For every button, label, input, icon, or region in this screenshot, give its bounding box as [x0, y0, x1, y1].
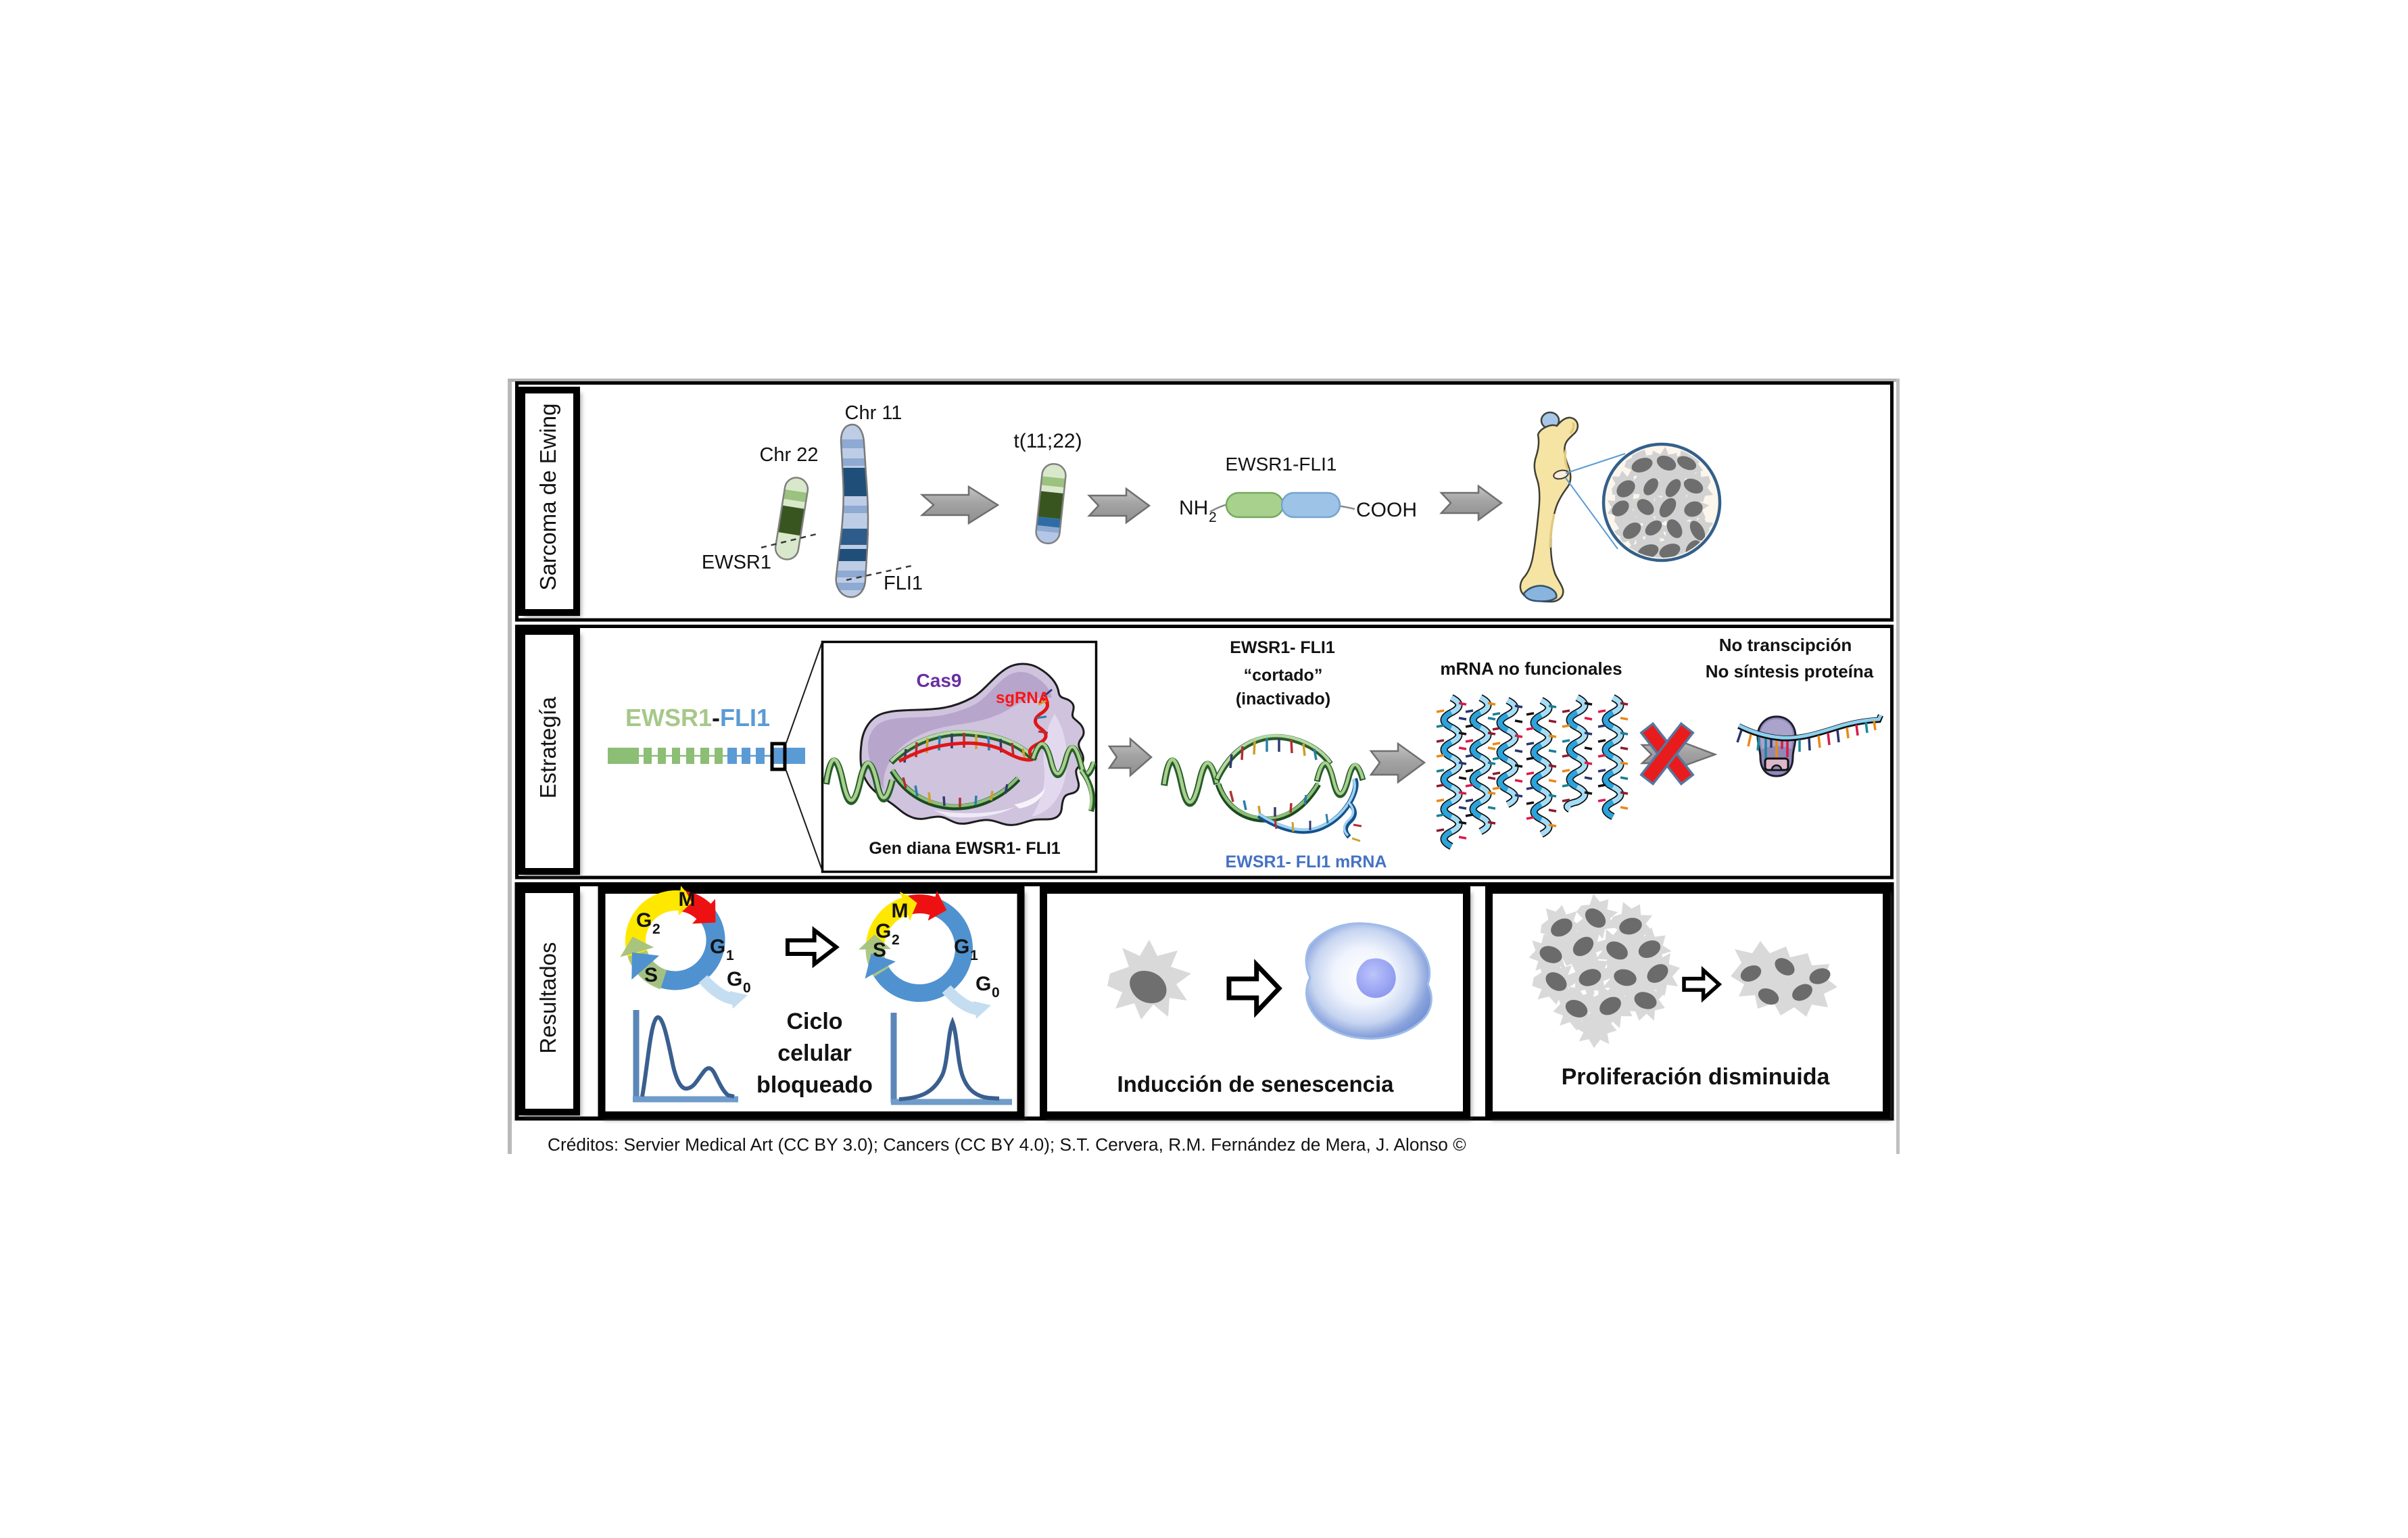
- svg-text:S: S: [644, 964, 658, 986]
- svg-text:Ciclo: Ciclo: [786, 1009, 842, 1034]
- svg-text:EWSR1- FLI1: EWSR1- FLI1: [1230, 638, 1335, 657]
- svg-text:Proliferación disminuida: Proliferación disminuida: [1562, 1064, 1831, 1090]
- svg-text:bloqueado: bloqueado: [756, 1072, 873, 1098]
- svg-text:Resultados: Resultados: [535, 942, 560, 1053]
- svg-text:EWSR1-FLI1: EWSR1-FLI1: [1226, 454, 1337, 475]
- svg-text:1: 1: [970, 948, 978, 963]
- svg-text:S: S: [873, 939, 886, 961]
- svg-text:G: G: [727, 968, 742, 990]
- svg-text:mRNA no funcionales: mRNA no funcionales: [1440, 658, 1622, 679]
- svg-text:Estrategía: Estrategía: [535, 696, 560, 798]
- svg-text:G: G: [710, 936, 725, 958]
- svg-text:t(11;22): t(11;22): [1013, 430, 1082, 452]
- svg-text:G: G: [875, 920, 891, 942]
- svg-text:Sarcoma de Ewing: Sarcoma de Ewing: [535, 404, 560, 591]
- svg-text:No transcipción: No transcipción: [1719, 635, 1852, 655]
- svg-text:G: G: [954, 936, 969, 958]
- svg-text:No síntesis proteína: No síntesis proteína: [1706, 661, 1874, 681]
- svg-text:FLI1: FLI1: [884, 573, 923, 594]
- svg-text:2: 2: [892, 932, 900, 948]
- svg-text:Cas9: Cas9: [917, 670, 962, 691]
- svg-text:COOH: COOH: [1356, 499, 1417, 521]
- svg-text:Créditos: Servier Medical Art: Créditos: Servier Medical Art (CC BY 3.0…: [548, 1134, 1466, 1155]
- svg-text:(inactivado): (inactivado): [1236, 690, 1330, 708]
- svg-text:EWSR1: EWSR1: [702, 552, 771, 573]
- svg-text:sgRNA: sgRNA: [996, 689, 1050, 707]
- svg-text:0: 0: [743, 980, 751, 996]
- svg-text:EWSR1- FLI1 mRNA: EWSR1- FLI1 mRNA: [1226, 852, 1387, 871]
- svg-text:M: M: [679, 888, 696, 911]
- svg-text:2: 2: [652, 921, 660, 937]
- svg-text:1: 1: [726, 948, 734, 963]
- svg-text:2: 2: [1209, 510, 1217, 525]
- svg-text:celular: celular: [777, 1040, 852, 1066]
- svg-text:M: M: [892, 900, 909, 922]
- svg-text:Chr 11: Chr 11: [845, 402, 902, 424]
- svg-text:0: 0: [992, 985, 1000, 1001]
- svg-text:Inducción de senescencia: Inducción de senescencia: [1117, 1072, 1395, 1097]
- svg-text:G: G: [636, 909, 652, 932]
- svg-text:Chr 22: Chr 22: [759, 444, 818, 466]
- svg-text:EWSR1-FLI1: EWSR1-FLI1: [625, 704, 770, 731]
- svg-text:Gen diana EWSR1- FLI1: Gen diana EWSR1- FLI1: [869, 839, 1060, 858]
- svg-text:“cortado”: “cortado”: [1244, 666, 1323, 685]
- svg-text:NH: NH: [1179, 497, 1208, 519]
- svg-text:G: G: [976, 973, 991, 995]
